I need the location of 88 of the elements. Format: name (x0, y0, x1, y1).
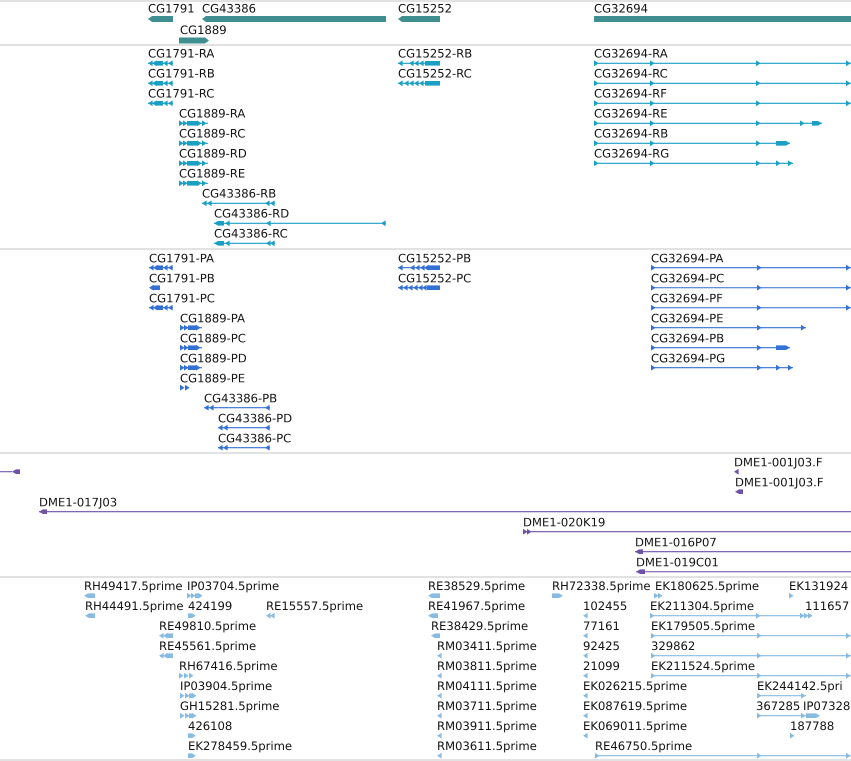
feature-label: CG1889-PA (180, 314, 245, 322)
feature-label: RE49810.5prime (160, 621, 256, 632)
feature-label: RM04111.5prime (438, 681, 536, 692)
feature-label: 187788 (791, 721, 834, 730)
feature-label: CG1791-PB (150, 274, 214, 282)
feature-label: 424199 (188, 601, 232, 610)
feature-label: RE15557.5prime (267, 601, 363, 612)
feature-label: RH44491.5prime (86, 601, 183, 612)
feature-label: CG1889-PC (180, 334, 246, 342)
feature-label: RE41967.5prime (429, 601, 525, 612)
feature-label: 367285 (756, 701, 800, 710)
feature-label: CG32694 (594, 4, 648, 13)
feature-label: CG32694-RC (594, 68, 668, 78)
feature-label: DME1-001J03.F (736, 478, 823, 489)
feature-label: RM03911.5prime (438, 721, 536, 732)
feature-label: 21099 (584, 661, 620, 670)
feature-label: CG32694-RA (594, 48, 668, 58)
feature-label: CG1889-RE (180, 168, 244, 178)
feature-label: CG1889-RD (180, 148, 246, 158)
feature-label: CG15252-PB (398, 254, 470, 262)
feature-label: DME1-017J03 (40, 498, 116, 509)
feature-label: RE38429.5prime (432, 621, 528, 632)
feature-label: CG1791-RC (148, 88, 214, 98)
feature-label: 102455 (584, 601, 626, 610)
feature-label: CG1889-PE (180, 374, 244, 382)
feature-label: CG1889 (180, 25, 226, 34)
feature-label: IP03704.5prime (188, 581, 279, 592)
feature-label: 329862 (652, 641, 694, 650)
feature-label: CG43386-RB (202, 188, 276, 198)
feature-label: CG1889-RA (180, 108, 246, 118)
feature-label: EK244142.5pri (758, 681, 842, 692)
feature-label: CG32694-RF (594, 88, 666, 98)
feature-label: RE45561.5prime (160, 641, 256, 652)
feature-label: RH67416.5prime (180, 661, 277, 672)
feature-label: EK131924 (790, 581, 848, 590)
feature-label: CG1791 (148, 4, 194, 13)
feature-label: 426108 (188, 721, 232, 730)
feature-label: RM03811.5prime (438, 661, 536, 672)
feature-label: EK026215.5prime (584, 681, 686, 692)
feature-label: GH15281.5prime (180, 701, 279, 712)
feature-label: CG15252-PC (398, 274, 471, 282)
feature-label: RM03711.5prime (438, 701, 536, 712)
feature-label: CG15252-RB (398, 48, 472, 58)
feature-label: EK087619.5prime (584, 701, 686, 712)
feature-label: RE46750.5prime (596, 741, 692, 752)
feature-label: 111657 (806, 601, 848, 610)
feature-label: CG43386-PD (218, 414, 292, 422)
feature-label: DME1-019C01 (637, 558, 718, 566)
feature-label: CG43386-PC (218, 434, 291, 442)
feature-label: EK211524.5prime (652, 661, 754, 672)
feature-label: CG43386-RC (214, 228, 288, 238)
feature-label: CG32694-PB (652, 334, 724, 342)
feature-label: DME1-016P07 (636, 538, 716, 546)
feature-label: IP07328 (804, 701, 850, 710)
feature-label: EK278459.5prime (189, 741, 292, 752)
feature-label: DME1-001J03.F (735, 458, 822, 469)
feature-label: EK211304.5prime (651, 601, 754, 612)
feature-label: CG32694-PC (652, 274, 724, 282)
feature-label: EK069011.5prime (584, 721, 686, 732)
feature-label: 92425 (584, 641, 619, 650)
feature-label: 77161 (584, 621, 619, 630)
feature-label: CG1791-RB (148, 68, 214, 78)
feature-label: CG1791-PA (150, 254, 214, 262)
feature-label: CG32694-PE (652, 314, 723, 322)
feature-label: RM03411.5prime (438, 641, 536, 652)
feature-label: CG1791-RA (148, 48, 214, 58)
feature-label: RH49417.5prime (85, 581, 182, 592)
feature-label: CG43386-RD (214, 208, 288, 218)
feature-label: CG15252 (398, 4, 451, 13)
feature-label: CG32694-RE (594, 108, 667, 118)
feature-label: EK179505.5prime (652, 621, 754, 632)
feature-label: IP03904.5prime (181, 681, 272, 692)
feature-label: CG43386 (202, 4, 256, 13)
feature-label: RM03611.5prime (438, 741, 536, 752)
feature-label: CG1791-PC (150, 294, 214, 302)
feature-label: CG1889-PD (180, 354, 246, 362)
feature-label: EK180625.5prime (656, 581, 758, 592)
feature-label: CG32694-PA (652, 254, 724, 262)
feature-label: DME1-020K19 (524, 518, 605, 526)
feature-label: RE38529.5prime (429, 581, 525, 592)
feature-label: RH72338.5prime (553, 581, 650, 592)
feature-label: CG32694-RG (594, 148, 668, 158)
feature-label: CG32694-PF (652, 294, 722, 302)
feature-label: CG32694-RB (594, 128, 668, 138)
feature-label: CG32694-PG (652, 354, 724, 362)
feature-label: CG43386-PB (204, 394, 276, 402)
feature-label: CG1889-RC (180, 128, 245, 138)
feature-label: CG15252-RC (398, 68, 472, 78)
